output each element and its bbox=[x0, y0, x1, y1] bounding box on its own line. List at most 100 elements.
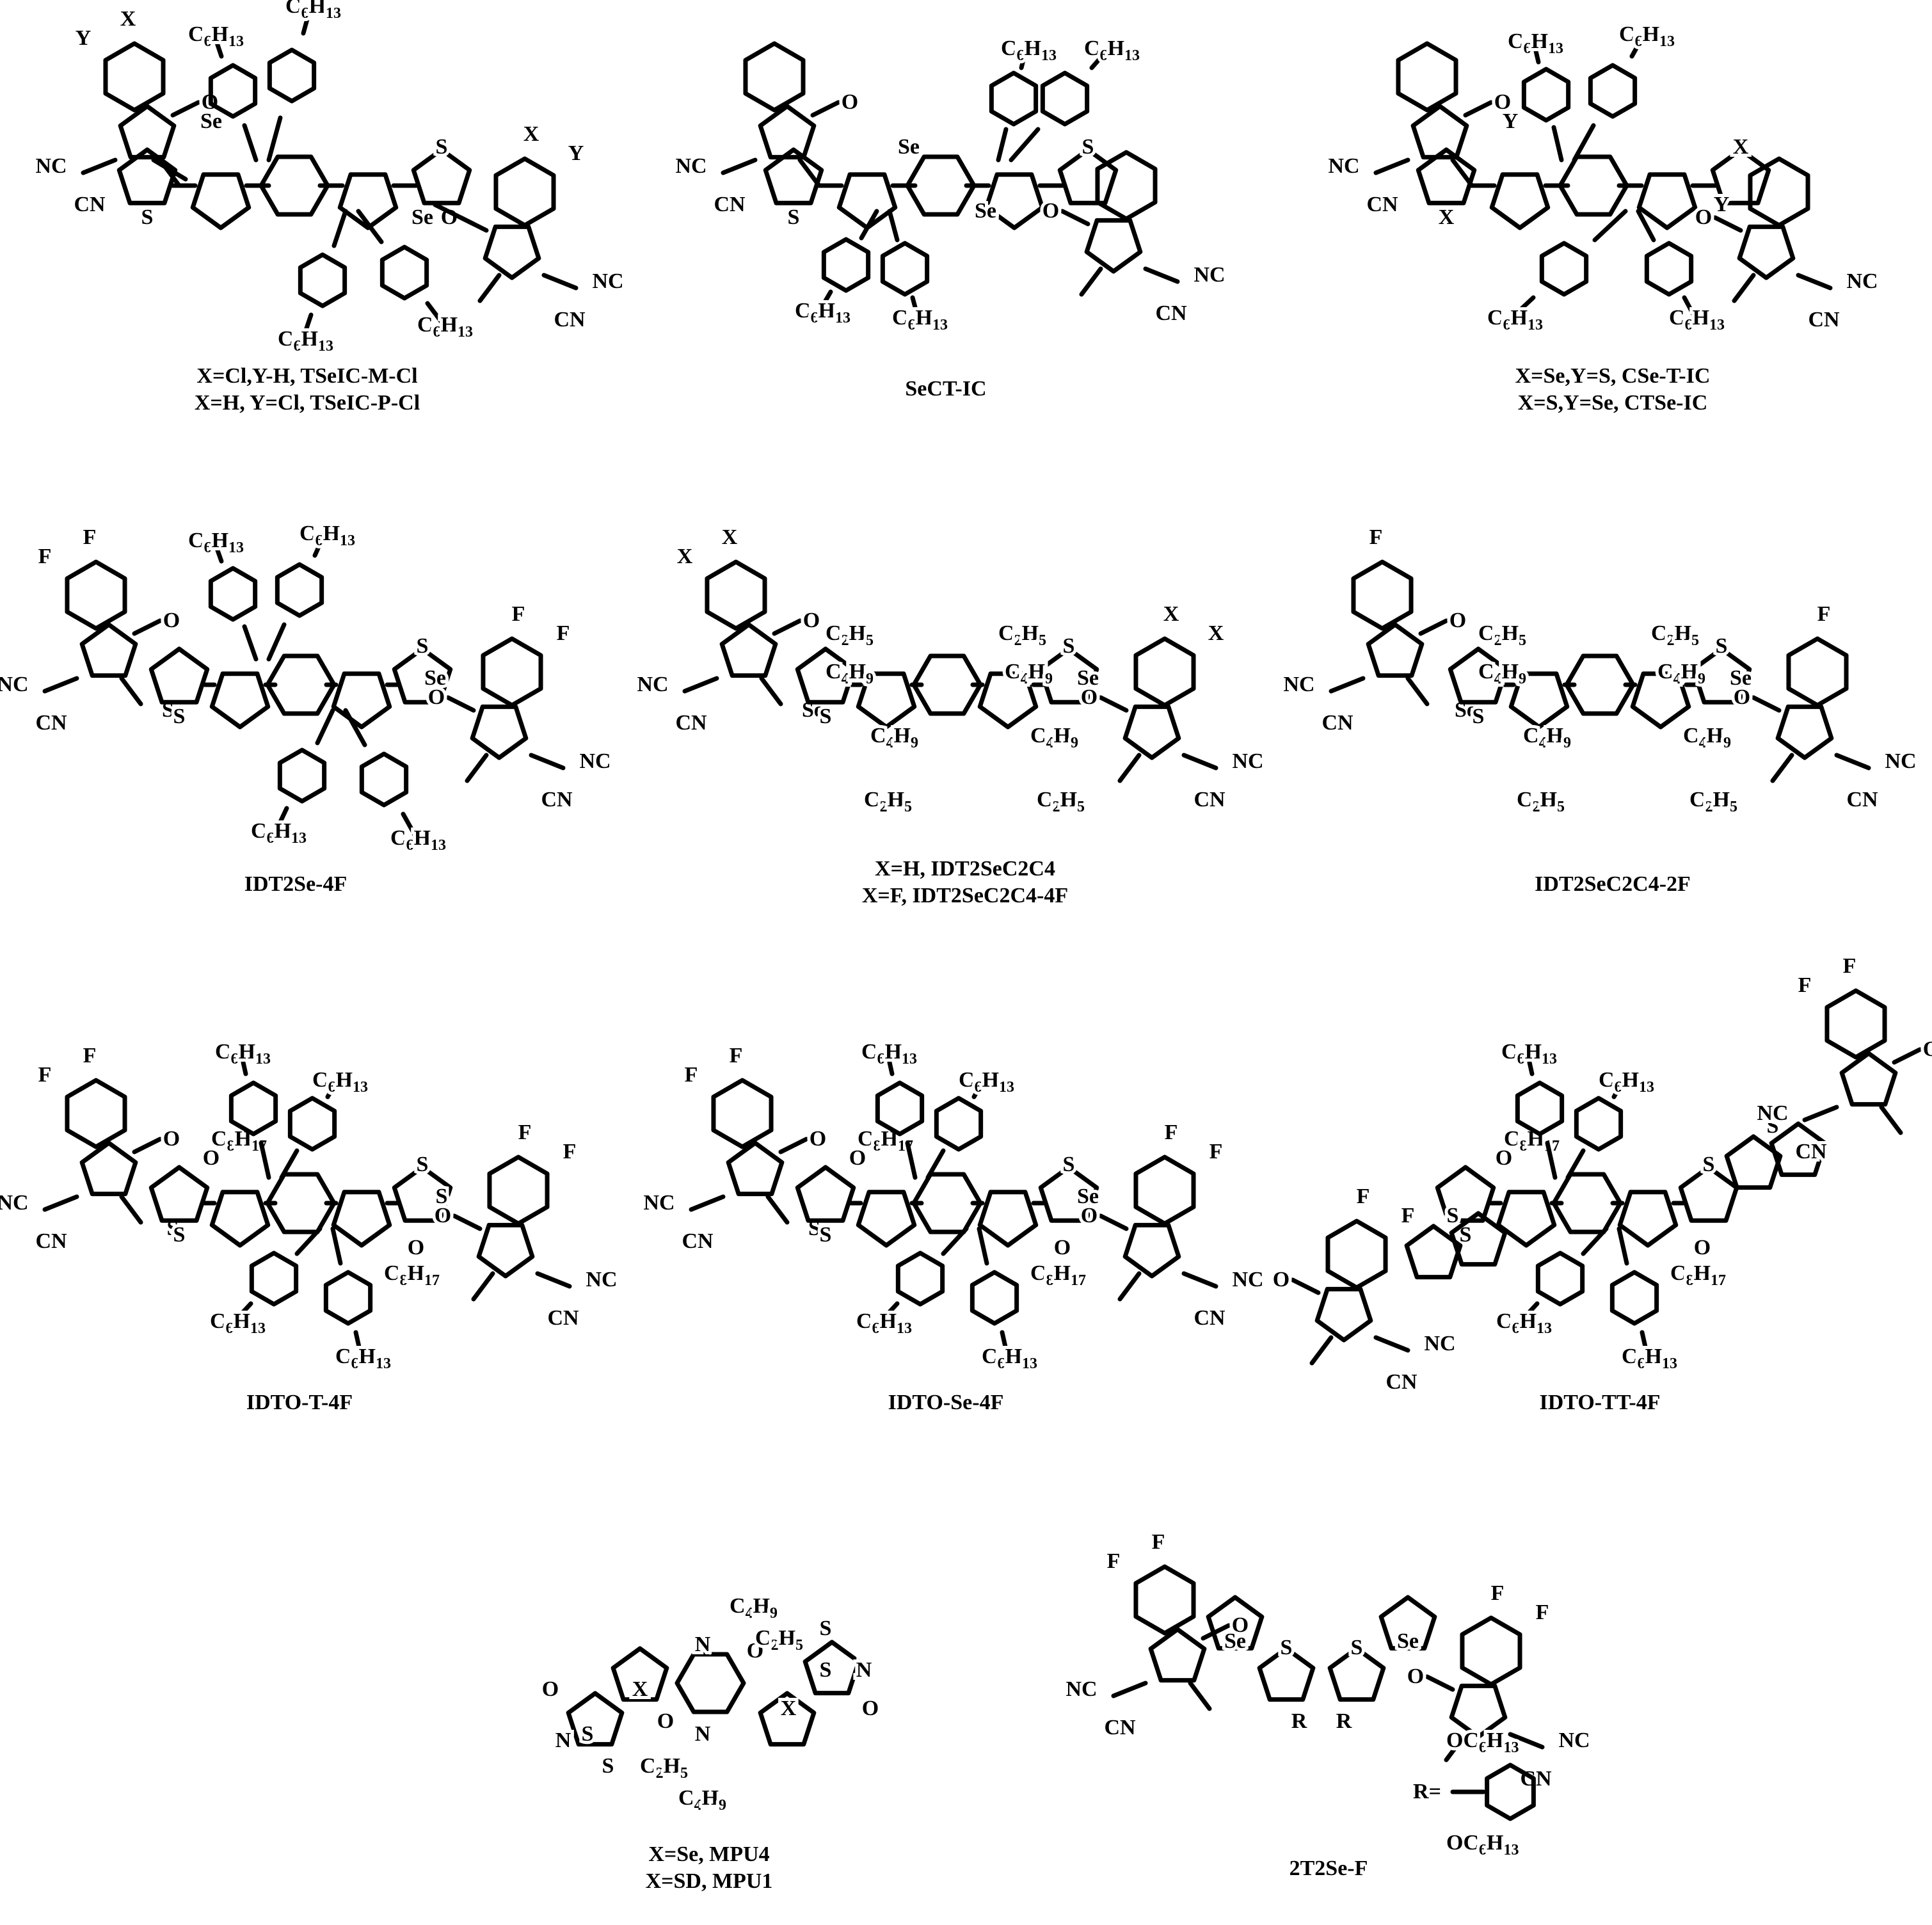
ring-bond bbox=[1435, 1165, 1496, 1223]
ring-bond bbox=[267, 47, 317, 104]
ring-bond bbox=[209, 1190, 271, 1248]
ohexyl-label: OC6H13 bbox=[1446, 1729, 1519, 1756]
ring-bond bbox=[287, 1096, 337, 1152]
ring-bond bbox=[1038, 1165, 1099, 1223]
heteroatom-label: Se bbox=[898, 135, 920, 159]
ring-bond bbox=[208, 63, 258, 119]
ring-bond bbox=[392, 646, 453, 705]
bond bbox=[1524, 1048, 1535, 1076]
substituent-label: F bbox=[1536, 1601, 1549, 1624]
heteroatom-label: X bbox=[1733, 135, 1749, 159]
alkyl-label: C2H5 bbox=[755, 1626, 803, 1654]
heteroatom-label: Se bbox=[1730, 666, 1752, 690]
ring-bond bbox=[711, 1078, 774, 1149]
bond bbox=[1611, 1076, 1627, 1099]
ring-bond bbox=[970, 1270, 1019, 1326]
heteroatom-label: S bbox=[141, 205, 154, 229]
bond bbox=[682, 676, 719, 694]
ring-bond bbox=[795, 646, 856, 705]
oxygen-label: O bbox=[803, 609, 820, 632]
ring-bond bbox=[1351, 559, 1414, 631]
nitrile-label: NC bbox=[637, 673, 668, 696]
bond bbox=[1098, 1213, 1129, 1231]
oxygen-label: O bbox=[163, 1127, 180, 1151]
substituent-label: F bbox=[1165, 1121, 1178, 1144]
ring-bond bbox=[1691, 646, 1752, 705]
ring-bond bbox=[148, 646, 210, 705]
ring-bond bbox=[1122, 704, 1181, 760]
ring-bond bbox=[795, 1165, 856, 1223]
ring-bond bbox=[1122, 1222, 1181, 1279]
bond bbox=[471, 1271, 495, 1302]
oxygen-label: O bbox=[657, 1709, 674, 1733]
ring-bond bbox=[392, 1165, 453, 1223]
substituent-label: F bbox=[1369, 525, 1383, 549]
ring-bond bbox=[705, 559, 767, 631]
substituent-label: X bbox=[1163, 602, 1179, 626]
bond bbox=[445, 695, 476, 713]
oxygen-label: O bbox=[1494, 90, 1511, 114]
hexyl-label: C6H13 bbox=[892, 306, 948, 333]
bond bbox=[1329, 676, 1366, 694]
heteroatom-label: S bbox=[1063, 1153, 1075, 1176]
substituent-label: F bbox=[83, 1044, 97, 1067]
bond bbox=[772, 618, 802, 636]
nitrile-label: CN bbox=[1520, 1767, 1552, 1791]
ring-bond bbox=[228, 1080, 278, 1137]
substituent-label: F bbox=[518, 1121, 532, 1144]
heteroatom-label: S bbox=[1447, 1204, 1459, 1227]
bond bbox=[1009, 127, 1041, 163]
substituent-label: F bbox=[1357, 1185, 1370, 1208]
bond bbox=[465, 753, 489, 783]
ring-bond bbox=[1551, 1172, 1623, 1234]
ring-bond bbox=[989, 70, 1039, 127]
hexyl-label: C6H13 bbox=[1599, 1068, 1654, 1096]
ring-bond bbox=[1485, 1762, 1536, 1821]
nitrile-label: NC bbox=[1558, 1729, 1590, 1752]
ring-bond bbox=[337, 172, 399, 230]
bond bbox=[1290, 1277, 1321, 1295]
nitrile-label: CN bbox=[682, 1229, 714, 1253]
heteroatom-label: S bbox=[1063, 634, 1075, 658]
alkyl-label: C2H5 bbox=[1517, 788, 1565, 815]
oxygen-label: O bbox=[810, 1127, 826, 1151]
nitrile-label: NC bbox=[1232, 749, 1263, 773]
caption-idt2se-4f: IDT2Se-4F bbox=[244, 872, 347, 896]
bond bbox=[535, 1271, 572, 1289]
bond bbox=[401, 811, 419, 840]
heteroatom-label: S bbox=[582, 1722, 594, 1746]
bond bbox=[1519, 1301, 1540, 1323]
ring-bond bbox=[1558, 154, 1629, 217]
oxygen-label: O bbox=[408, 1236, 424, 1259]
ring-bond bbox=[875, 1080, 925, 1137]
heteroatom-label: Se bbox=[975, 199, 996, 223]
nitrile-label: NC bbox=[1066, 1677, 1097, 1701]
bond bbox=[331, 209, 348, 248]
ring-bond bbox=[493, 156, 556, 228]
ring-bond bbox=[856, 1190, 917, 1248]
alkyl-label: C4H9 bbox=[1683, 724, 1731, 751]
substituent-label: F bbox=[730, 1044, 743, 1067]
bond bbox=[996, 127, 1009, 163]
bond bbox=[1117, 1271, 1142, 1302]
ring-bond bbox=[977, 1190, 1039, 1248]
ring-bond bbox=[934, 1096, 984, 1152]
ring-bond bbox=[148, 1165, 210, 1223]
ring-bond bbox=[1489, 172, 1551, 230]
ring-bond bbox=[118, 104, 177, 160]
hexyl-label: C6H13 bbox=[959, 1068, 1014, 1096]
alkyl-label: C2H5 bbox=[998, 621, 1046, 649]
ring-bond bbox=[1449, 1211, 1508, 1267]
bond bbox=[765, 1194, 790, 1225]
structure-idt2sec2c4: ONCCNXXSeSSSeC2H5C4H9C2H5C4H9C4H9C2H5C4H… bbox=[634, 522, 1266, 819]
ring-bond bbox=[65, 559, 127, 631]
ring-bond bbox=[103, 41, 166, 113]
bond bbox=[810, 100, 841, 118]
caption-mpu-line1: X=Se, MPU4 bbox=[648, 1842, 769, 1866]
caption-cse-t-ic-line1: X=Se,Y=S, CSe-T-IC bbox=[1515, 364, 1711, 388]
oxygen-label: O bbox=[1081, 685, 1098, 709]
ring-bond bbox=[1257, 1646, 1316, 1702]
hexyl-label: C6H13 bbox=[1508, 29, 1563, 57]
bond bbox=[132, 1137, 163, 1154]
